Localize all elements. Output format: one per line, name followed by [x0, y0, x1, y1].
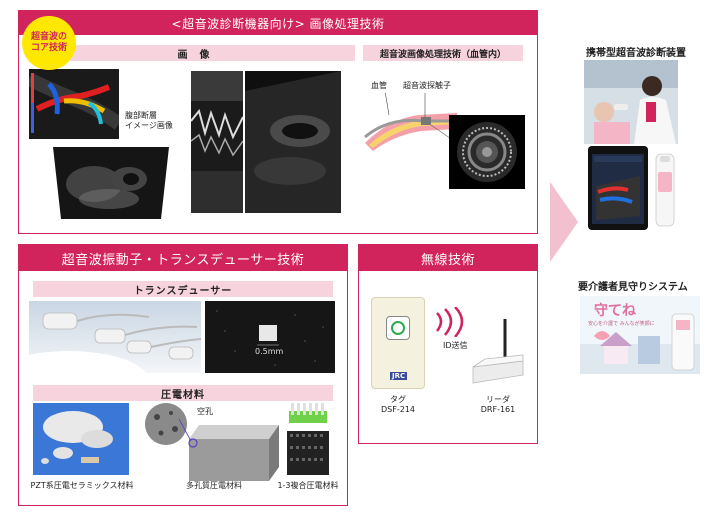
transducer-panel-title: 超音波振動子・トランスデューサー技術 [19, 245, 347, 271]
ivus-graphic [449, 115, 525, 189]
element-micrograph [205, 301, 335, 373]
care-logo: 守てね [594, 303, 636, 319]
vessel-label: 血管 [371, 81, 387, 90]
transducer-section-title: トランスデューサー [33, 281, 333, 297]
transducer-probes-image [29, 301, 201, 373]
reader-label: リーダ [486, 395, 510, 404]
composite-grid [287, 403, 329, 475]
tablet-ultrasound-image [588, 146, 648, 230]
arrow-right-icon [550, 182, 578, 262]
wireless-panel: 無線技術 JRC ID送信 タグ DSF-214 リーダ DRF-161 [358, 244, 538, 444]
intravascular-section-title: 超音波画像処理技術（血管内） [363, 45, 523, 61]
care-system-image: 守てね 安心を介護で みんなが笑顔に [580, 296, 700, 374]
piezo-section-title: 圧電材料 [33, 385, 333, 401]
image-processing-panel: <超音波診断機器向け> 画像処理技術 画 像 超音波画像処理技術（血管内） 腹部… [18, 10, 538, 234]
vessel-diagram [364, 93, 458, 151]
doppler-image [29, 69, 119, 139]
abdominal-graphic [49, 139, 173, 221]
nurse-graphic [584, 60, 678, 144]
probe-label: 超音波探触子 [403, 81, 451, 90]
porous-sem-graphic [145, 403, 187, 445]
ivus-image [449, 115, 525, 189]
cardiac-graphic [245, 71, 341, 213]
composite-label: 1-3複合圧電材料 [277, 481, 339, 490]
porous-block [178, 418, 279, 481]
tag-led-icon [391, 321, 405, 335]
image-section-title: 画 像 [33, 45, 355, 61]
abdominal-image [49, 139, 173, 221]
abdominal-label-line2: イメージ画像 [125, 121, 173, 130]
reader-model: DRF-161 [480, 405, 516, 414]
care-graphic [580, 296, 700, 374]
portable-device-photo [584, 60, 678, 144]
pzt-graphic [33, 403, 129, 475]
tag-device: JRC [371, 297, 425, 389]
pzt-ceramics-image [33, 403, 129, 475]
scale-label: 0.5mm [255, 347, 284, 356]
tag-label: タグ [390, 395, 406, 404]
wireless-panel-title: 無線技術 [359, 245, 537, 271]
reader-device [472, 319, 524, 384]
porous-sem-image [145, 403, 187, 445]
tablet-graphic [588, 146, 648, 230]
tag-button [386, 316, 410, 340]
tag-brand: JRC [390, 372, 408, 380]
abdominal-label-line1: 腹部断層 [125, 111, 157, 120]
id-transmit-label: ID送信 [443, 341, 468, 350]
wireless-probe-image [652, 152, 678, 230]
tag-model: DSF-214 [381, 405, 415, 414]
cardiac-image [245, 71, 341, 213]
probes-graphic [29, 301, 201, 373]
m-mode-image [191, 71, 243, 213]
image-processing-title: <超音波診断機器向け> 画像処理技術 [19, 11, 537, 35]
care-system-title: 要介護者見守りシステム [578, 282, 688, 293]
radio-wave-icon [435, 307, 464, 337]
pore-label: 空孔 [197, 407, 213, 416]
m-mode-graphic [191, 71, 243, 213]
portable-device-title: 携帯型超音波診断装置 [586, 48, 686, 59]
care-tagline: 安心を介護で みんなが笑顔に [588, 321, 655, 327]
core-tech-badge: 超音波の コア技術 [22, 16, 76, 70]
doppler-graphic [29, 69, 119, 139]
transducer-panel: 超音波振動子・トランスデューサー技術 トランスデューサー [18, 244, 348, 506]
probe-graphic [655, 153, 675, 227]
pzt-label: PZT系圧電セラミックス材料 [30, 481, 134, 490]
badge-line2: コア技術 [30, 43, 67, 53]
badge-line1: 超音波の [30, 32, 67, 43]
porous-label: 多孔質圧電材料 [186, 481, 242, 490]
micrograph-graphic [205, 301, 335, 373]
